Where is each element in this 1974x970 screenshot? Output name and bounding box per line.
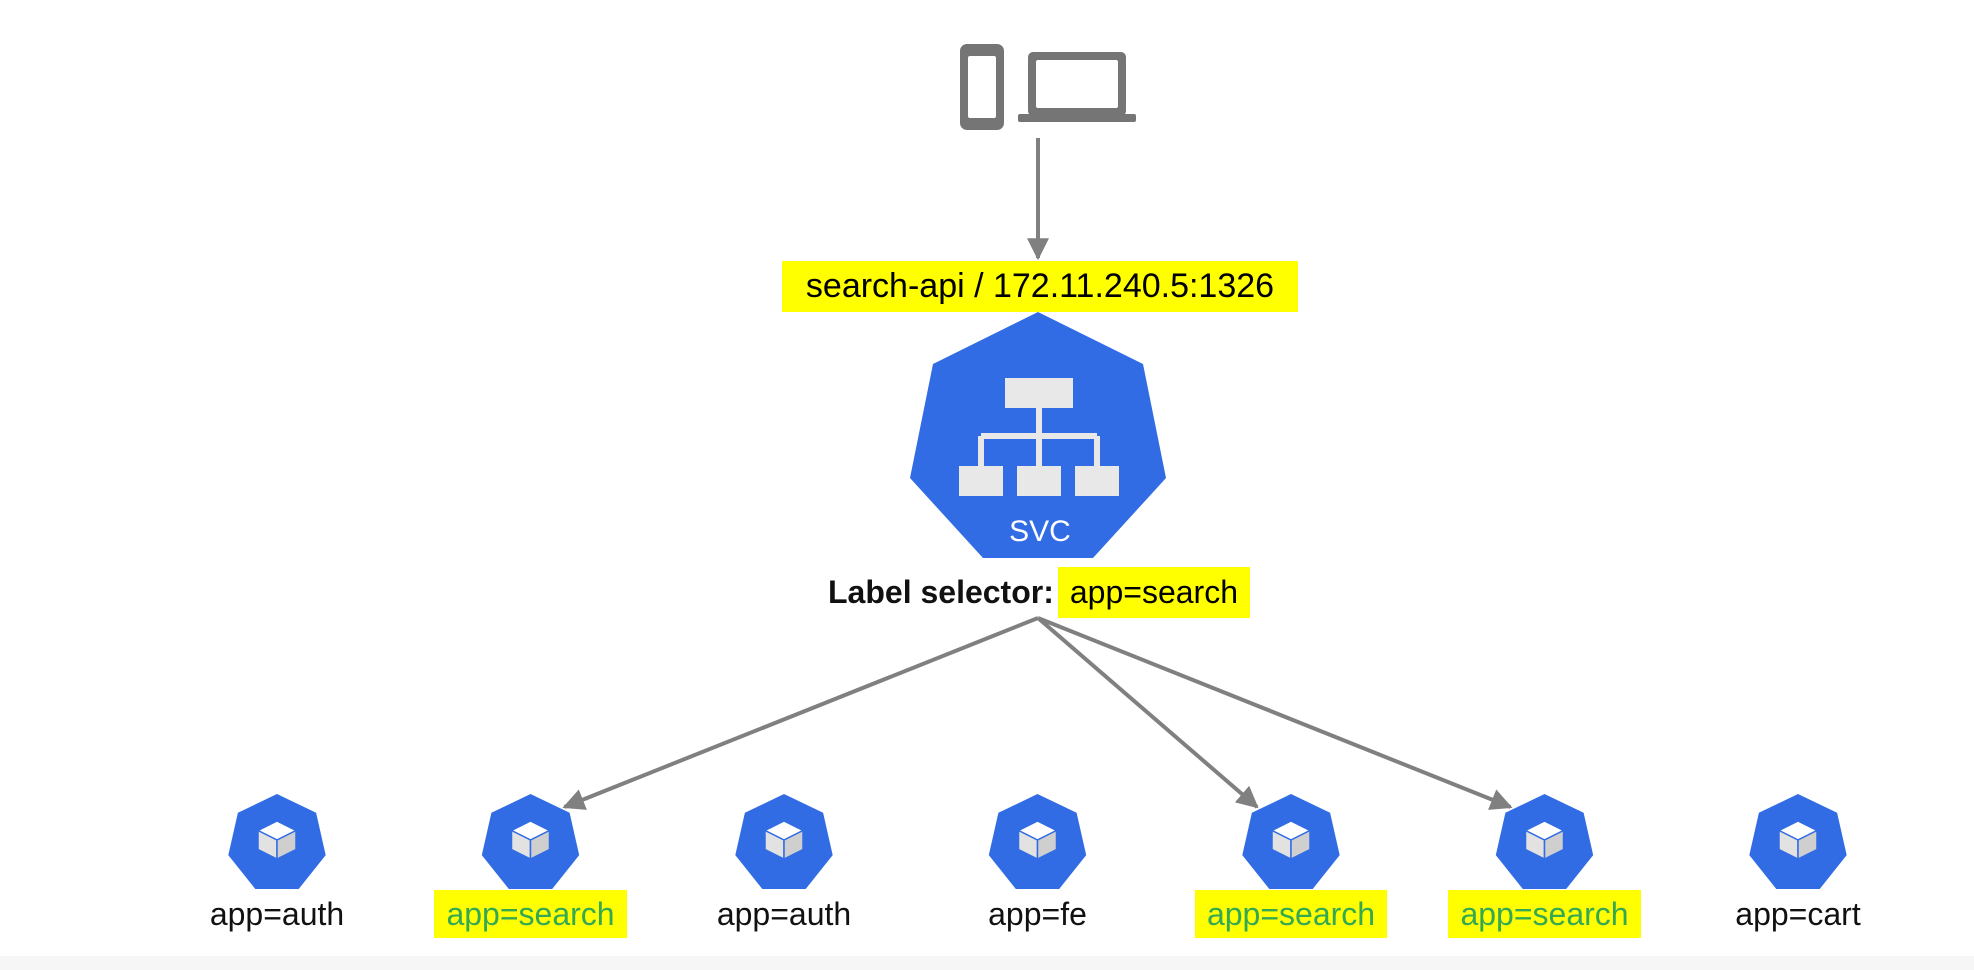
pod-label: app=cart	[1688, 890, 1908, 938]
pod-icon	[1242, 794, 1340, 889]
pod-cube-icon	[764, 820, 804, 860]
pod-cube-icon	[1271, 820, 1311, 860]
pod-icon	[1495, 794, 1594, 889]
pod-row	[228, 794, 1847, 889]
service-icon: SVC	[910, 312, 1166, 558]
pod-label-matched: app=search	[1181, 890, 1401, 938]
pod-icon	[1749, 794, 1847, 889]
pod-cube-icon	[510, 820, 551, 860]
pod-cube-icon	[1524, 820, 1565, 860]
service-endpoint-label: search-api / 172.11.240.5:1326	[782, 261, 1298, 312]
pod-label-text: app=fe	[988, 896, 1087, 932]
pod-cube-icon	[1778, 820, 1818, 860]
pod-icon	[988, 794, 1087, 889]
pod-icon	[481, 794, 580, 889]
pod-label-text: app=search	[1194, 890, 1388, 938]
pod-label-text: app=search	[434, 890, 627, 938]
pod-cube-icon	[257, 820, 297, 860]
selector-arrows	[562, 616, 1513, 810]
selector-arrow	[562, 616, 1039, 810]
laptop-icon	[1018, 52, 1136, 122]
pod-icon	[228, 794, 326, 889]
pod-label: app=auth	[167, 890, 387, 938]
service-icon-text: SVC	[1009, 515, 1071, 548]
selector-arrow	[1036, 616, 1259, 809]
pod-label-text: app=search	[1448, 890, 1641, 938]
selector-arrow	[1037, 616, 1513, 810]
pod-label: app=auth	[674, 890, 894, 938]
pod-label-matched: app=search	[1435, 890, 1655, 938]
pod-label: app=fe	[928, 890, 1148, 938]
pod-cube-icon	[1017, 820, 1058, 860]
pod-label-matched: app=search	[421, 890, 641, 938]
pod-label-text: app=auth	[209, 896, 345, 932]
smartphone-icon	[960, 44, 1004, 130]
label-selector: Label selector: app=search	[828, 567, 1250, 618]
bottom-strip	[0, 956, 1974, 970]
label-selector-title: Label selector:	[828, 574, 1054, 610]
pod-label-text: app=cart	[1735, 896, 1861, 932]
pod-icon	[735, 794, 833, 889]
label-selector-value: app=search	[1057, 567, 1250, 618]
pod-label-text: app=auth	[716, 896, 852, 932]
